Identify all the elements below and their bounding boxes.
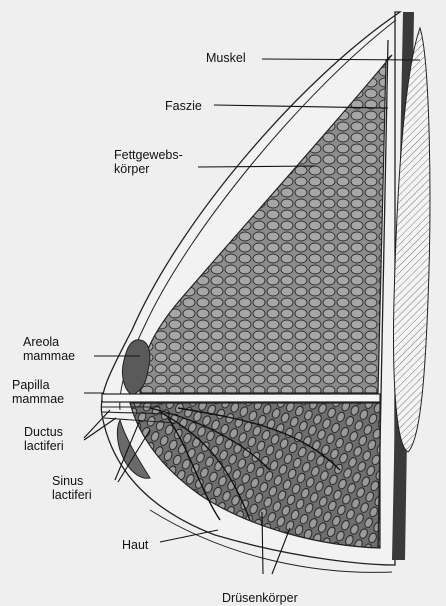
label-faszie: Faszie	[165, 99, 202, 113]
papilla	[102, 394, 380, 402]
label-areola-mammae: Areola mammae	[23, 335, 75, 363]
label-ductus-lactiferi: Ductus lactiferi	[24, 425, 64, 453]
label-drusenkorper: Drüsenkörper	[222, 591, 298, 605]
label-papilla-mammae: Papilla mammae	[12, 378, 64, 406]
label-sinus-lactiferi: Sinus lactiferi	[52, 474, 92, 502]
label-haut: Haut	[122, 538, 148, 552]
label-fettgewebskorper: Fettgewebs- körper	[114, 148, 183, 176]
label-muskel: Muskel	[206, 51, 246, 65]
